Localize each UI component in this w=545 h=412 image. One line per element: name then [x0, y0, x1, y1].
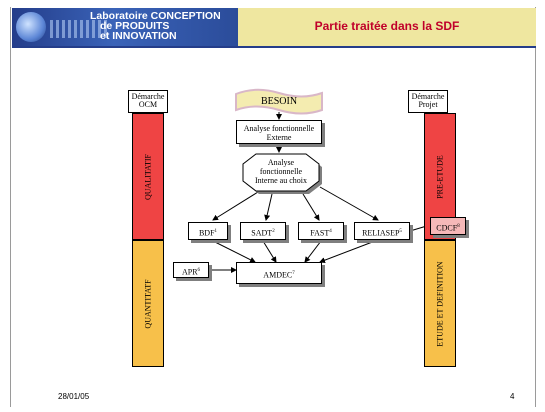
method-fast-note: 4 [329, 229, 332, 234]
left-label-line-1: Démarche [131, 92, 165, 101]
arrow-interne-to-bdf [212, 191, 259, 221]
header-rule [12, 46, 536, 48]
left-qualitative-bar: QUALITATIF [132, 113, 164, 240]
arrow-interne-to-fast [302, 193, 320, 221]
slide-frame [10, 7, 536, 407]
amdec-box: AMDEC7 [236, 262, 322, 284]
banner-decoration [50, 20, 110, 38]
method-reliasep-label: RELIASEP [362, 228, 400, 238]
method-reliasep-box: RELIASEP5 [354, 222, 410, 240]
method-fast-label: FAST [310, 228, 330, 238]
right-etude-bar: ETUDE ET DEFINITION [424, 240, 456, 367]
method-sadt-note: 2 [272, 229, 275, 234]
cdcf-label: CDCF [436, 223, 458, 233]
lab-name-line-2: de PRODUITS [100, 20, 170, 32]
apr-note: 6 [197, 268, 201, 273]
amdec-note: 7 [292, 271, 295, 276]
right-label-line-2: Projet [418, 100, 438, 109]
title-banner: Partie traitée dans la SDF [238, 8, 536, 46]
left-quantitative-bar: QUANTITATF [132, 240, 164, 367]
arrow-sadt-to-amdec [262, 240, 277, 263]
method-bdf-box: BDF1 [188, 222, 228, 240]
lab-name-line-3: et INNOVATION [100, 30, 177, 42]
arrow-bdf-to-amdec [212, 240, 256, 263]
analyse-externe-line-2: Externe [266, 133, 292, 142]
amdec-label: AMDEC [263, 270, 293, 280]
lab-logo-icon [16, 12, 46, 42]
right-column-label: Démarche Projet [408, 90, 448, 113]
method-fast-box: FAST4 [298, 222, 344, 240]
left-column-label: Démarche OCM [128, 90, 168, 113]
arrow-interne-to-reliasep [319, 186, 379, 221]
lab-banner: Laboratoire CONCEPTION de PRODUITS et IN… [12, 8, 238, 46]
method-bdf-label: BDF [198, 228, 215, 238]
footer-date: 28/01/05 [58, 392, 90, 401]
lab-name: Laboratoire CONCEPTION de PRODUITS et IN… [90, 10, 238, 42]
footer-page-number: 4 [510, 392, 515, 401]
method-bdf-note: 1 [214, 229, 218, 234]
cdcf-note: 8 [457, 224, 460, 229]
analyse-interne-line-1: Analyse [267, 158, 295, 167]
method-sadt-box: SADT2 [240, 222, 286, 240]
left-label-line-2: OCM [138, 100, 158, 109]
method-sadt-label: SADT [251, 228, 273, 238]
lab-name-line-1: Laboratoire CONCEPTION [90, 10, 221, 22]
analyse-interne-line-3: Interne au choix [255, 176, 307, 185]
analyse-externe-box: Analyse fonctionnelle Externe [236, 120, 322, 144]
analyse-interne-text: Analyse fonctionnelle Interne au choix [243, 158, 319, 188]
slide-title: Partie traitée dans la SDF [314, 19, 460, 33]
arrow-fast-to-amdec [304, 240, 322, 263]
method-reliasep-note: 5 [399, 229, 402, 234]
cdcf-box: CDCF8 [430, 217, 466, 235]
analyse-externe-line-1: Analyse fonctionnelle [243, 124, 315, 133]
analyse-interne-line-2: fonctionnelle [259, 167, 303, 176]
besoin-label: BESOIN [260, 96, 298, 107]
arrow-reliasep-to-amdec [319, 240, 376, 264]
apr-label: APR [181, 267, 198, 277]
right-label-line-1: Démarche [411, 92, 445, 101]
arrow-interne-to-sadt [264, 193, 273, 221]
apr-box: APR6 [173, 262, 209, 278]
